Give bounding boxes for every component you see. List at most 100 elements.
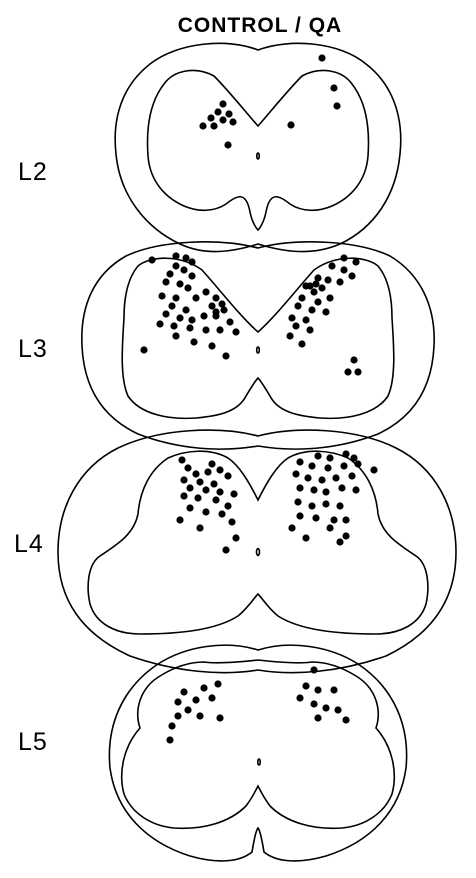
l3-neuron-dot: [306, 326, 313, 333]
l3-neuron-dot: [328, 262, 335, 269]
l5-neuron-dot: [310, 666, 317, 673]
l3-neuron-dot: [294, 302, 301, 309]
l4-neuron-dot: [296, 484, 303, 491]
l3-neuron-dot: [352, 258, 359, 265]
l3-neuron-dot: [188, 272, 195, 279]
l5-neuron-dot: [322, 704, 329, 711]
l2-outer-outline: [115, 43, 401, 251]
l4-neuron-dot: [192, 470, 199, 477]
l4-neuron-dot: [340, 462, 347, 469]
l3-neuron-dot: [200, 312, 207, 319]
l2-neuron-dot: [210, 122, 217, 129]
l3-neuron-dot: [354, 368, 361, 375]
l3-neuron-dot: [232, 328, 239, 335]
l3-neuron-dot: [190, 338, 197, 345]
l3-neuron-dot: [222, 352, 229, 359]
l5-neuron-dot: [166, 736, 173, 743]
l3-neuron-dot: [216, 326, 223, 333]
l3-neuron-dot: [180, 266, 187, 273]
l4-neuron-dot: [294, 498, 301, 505]
l4-neuron-dot: [308, 462, 315, 469]
l4-neuron-dot: [296, 512, 303, 519]
l3-central-canal: [257, 347, 260, 353]
l4-neuron-dot: [336, 538, 343, 545]
l4-neuron-dot: [186, 504, 193, 511]
l4-neuron-dot: [186, 484, 193, 491]
l4-neuron-dot: [202, 486, 209, 493]
l4-neuron-dot: [196, 524, 203, 531]
l4-neuron-dot: [352, 486, 359, 493]
l4-neuron-dot: [176, 516, 183, 523]
l3-neuron-dot: [298, 294, 305, 301]
l3-neuron-dot: [286, 332, 293, 339]
l4-neuron-dot: [232, 534, 239, 541]
l4-neuron-dot: [342, 516, 349, 523]
l2-neuron-dot: [214, 108, 221, 115]
section-l4: [58, 430, 456, 673]
l5-neuron-dot: [314, 686, 321, 693]
l3-neuron-dot: [172, 252, 179, 259]
l5-neuron-dot: [214, 680, 221, 687]
l4-neuron-dot: [354, 460, 361, 467]
l4-neuron-dot: [296, 458, 303, 465]
l3-neuron-dot: [302, 316, 309, 323]
l2-neuron-dot: [219, 100, 226, 107]
l5-neuron-dot: [200, 684, 207, 691]
l3-neuron-dot: [186, 324, 193, 331]
l4-neuron-dot: [308, 502, 315, 509]
l5-neuron-dot: [174, 712, 181, 719]
l3-neuron-dot: [148, 256, 155, 263]
l3-neuron-dot: [350, 356, 357, 363]
l3-neuron-dot: [188, 258, 195, 265]
l4-neuron-dot: [314, 452, 321, 459]
l2-neuron-dot: [318, 54, 325, 61]
l3-neuron-dot: [182, 306, 189, 313]
l2-neuron-dot: [224, 141, 231, 148]
l3-neuron-dot: [226, 318, 233, 325]
l4-neuron-dot: [222, 546, 229, 553]
l4-neuron-dot: [312, 514, 319, 521]
l3-neuron-dot: [168, 302, 175, 309]
l2-neuron-dot: [333, 102, 340, 109]
l3-neuron-dot: [302, 282, 309, 289]
l3-neuron-dot: [344, 368, 351, 375]
l3-neuron-dot: [348, 272, 355, 279]
l5-gray-matter: [122, 660, 395, 828]
l5-outer-outline: [109, 645, 406, 861]
l3-neuron-dot: [292, 322, 299, 329]
l3-neuron-dot: [170, 322, 177, 329]
l3-neuron-dot: [172, 262, 179, 269]
l5-neuron-dot: [310, 700, 317, 707]
l4-neuron-dot: [194, 494, 201, 501]
l3-neuron-dot: [298, 340, 305, 347]
l3-neuron-dot: [218, 300, 225, 307]
l5-neuron-dot: [296, 694, 303, 701]
l3-neuron-dot: [202, 326, 209, 333]
l5-central-canal: [258, 759, 260, 765]
l4-neuron-dot: [184, 464, 191, 471]
l4-neuron-dot: [302, 534, 309, 541]
l4-neuron-dot: [304, 474, 311, 481]
l3-neuron-dot: [156, 320, 163, 327]
l3-neuron-dot: [192, 294, 199, 301]
l5-neuron-dot: [302, 682, 309, 689]
l4-neuron-dot: [322, 488, 329, 495]
l5-neuron-dot: [196, 712, 203, 719]
l4-neuron-dot: [338, 484, 345, 491]
l3-neuron-dot: [208, 302, 215, 309]
l2-neuron-dot: [287, 121, 294, 128]
l3-neuron-dot: [176, 314, 183, 321]
l4-neuron-dot: [324, 464, 331, 471]
l4-neuron-dot: [196, 478, 203, 485]
l5-neuron-dot: [334, 706, 341, 713]
l3-neuron-dot: [184, 284, 191, 291]
l3-neuron-dot: [310, 288, 317, 295]
l4-neuron-dot: [216, 466, 223, 473]
l4-neuron-dot: [204, 468, 211, 475]
l3-neuron-dot: [340, 254, 347, 261]
section-l2: [115, 43, 401, 251]
l5-neuron-dot: [208, 694, 215, 701]
l4-neuron-dot: [326, 454, 333, 461]
l3-neuron-dot: [166, 270, 173, 277]
